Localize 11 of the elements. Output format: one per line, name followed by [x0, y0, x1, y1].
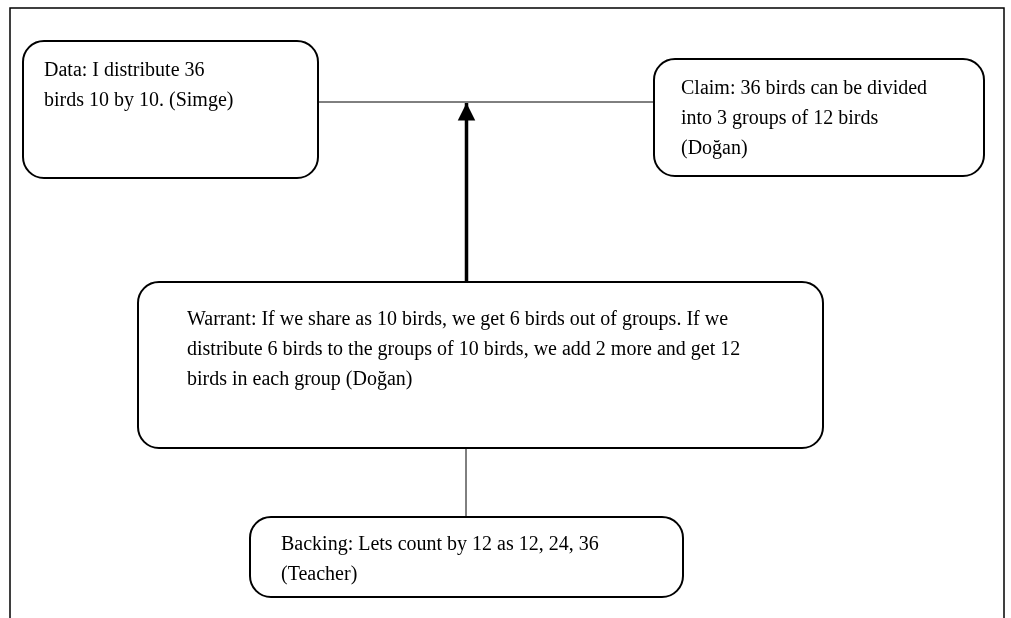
connector-line	[318, 101, 654, 103]
connector-line	[465, 448, 467, 517]
box-text: Warrant: If we share as 10 birds, we get 6 birds out of groups. If we distribute 6 birds to the groups of 10 birds, we add 2 more and get 12 birds in each group (Doğan)	[187, 306, 742, 392]
rounded-box	[137, 281, 824, 449]
rounded-box	[22, 40, 319, 179]
box-text: Claim: 36 birds can be divided into 3 groups of 12 birds (Doğan)	[681, 75, 929, 161]
arrow	[457, 103, 476, 281]
box-text: Backing: Lets count by 12 as 12, 24, 36 (Teacher)	[281, 531, 600, 587]
rounded-box	[249, 516, 684, 598]
rounded-box	[653, 58, 985, 177]
box-text: Data: I distribute 36 birds 10 by 10. (Simge)	[44, 57, 235, 113]
